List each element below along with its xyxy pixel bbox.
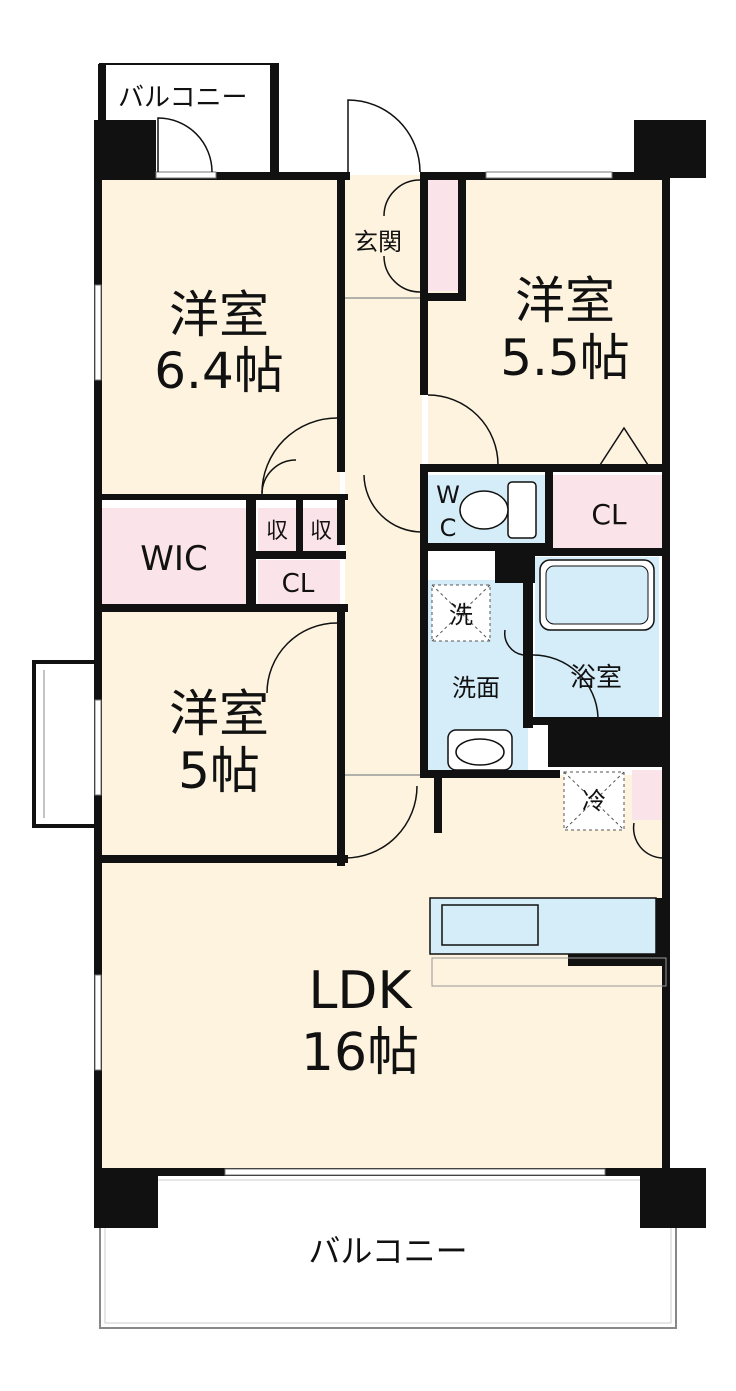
wall-entrance-right	[420, 172, 428, 300]
ldk-size: 16帖	[301, 1023, 419, 1083]
fixtures	[429, 481, 667, 987]
floor-western-1	[100, 178, 340, 496]
floor-entrance	[345, 175, 422, 298]
western2-name: 洋室	[515, 272, 615, 330]
wall-wic-bottom	[94, 604, 348, 612]
wall-western2-left	[420, 300, 428, 395]
wall-wic-right	[246, 500, 256, 608]
western3-size: 5帖	[178, 742, 260, 800]
wall-top-left	[94, 172, 350, 180]
floor-closet-1	[258, 560, 340, 605]
bath-label: 浴室	[570, 663, 622, 693]
toilet-tank	[507, 481, 537, 539]
door-bath	[532, 654, 599, 718]
door-fridge	[632, 822, 663, 859]
closet-door-mark	[599, 426, 649, 466]
door-western1	[261, 417, 338, 494]
western1-size: 6.4帖	[154, 342, 284, 400]
door-shoe-closet-2	[383, 255, 421, 293]
door-entrance	[347, 99, 421, 173]
labels: バルコニー 玄関 洋室 6.4帖 洋室 5.5帖 洋室 5帖 LDK 16帖 W…	[118, 83, 630, 1270]
wall-western1-right	[337, 172, 345, 472]
ldk-name: LDK	[308, 961, 413, 1021]
pillar-tr	[634, 120, 706, 178]
floor-closet-2	[553, 475, 666, 548]
floor-western-2	[428, 178, 666, 468]
wall-western3-bottom	[94, 855, 348, 863]
door-washroom	[504, 629, 524, 656]
toilet-label-w: W	[436, 481, 460, 509]
pillar-br	[640, 1168, 706, 1228]
floor-storage-1	[258, 508, 296, 554]
western2-size: 5.5帖	[500, 329, 630, 387]
door-top-balcony	[157, 117, 213, 173]
entrance-label: 玄関	[354, 228, 402, 256]
kitchen-sink	[441, 904, 539, 946]
wall-western3-right	[337, 606, 345, 866]
closet1-label: CL	[282, 569, 315, 599]
wall-western1-bottom	[94, 494, 348, 500]
pillar-bl	[94, 1168, 158, 1228]
door-shoe-closet-1	[383, 179, 421, 217]
floor-ldk	[100, 775, 666, 1170]
wic-label: WIC	[140, 539, 207, 579]
pillar-tl	[94, 120, 156, 178]
doors	[157, 99, 663, 859]
door-western2	[427, 394, 499, 466]
storage1-label: 収	[266, 519, 288, 544]
balcony-top-label: バルコニー	[118, 83, 247, 113]
floor-shoe-closet	[425, 178, 460, 291]
door-storage	[261, 459, 297, 495]
door-western3	[266, 622, 338, 694]
closet2-label: CL	[591, 498, 627, 531]
toilet-label-c: C	[440, 514, 457, 542]
door-hall	[363, 474, 423, 533]
balcony-bottom-rail	[104, 1179, 672, 1324]
western1-name: 洋室	[169, 286, 269, 344]
washer-label: 洗	[449, 601, 473, 629]
storage2-label: 収	[310, 519, 332, 544]
floor-fridge-closet	[632, 770, 662, 820]
balcony-bottom-label: バルコニー	[308, 1232, 467, 1270]
windows	[94, 171, 613, 1176]
washroom-label: 洗面	[452, 674, 500, 702]
floor-wic	[100, 508, 248, 605]
wall-left	[94, 172, 102, 1182]
door-ldk	[344, 785, 418, 859]
wall-right	[662, 172, 670, 1182]
floor-hallway	[345, 298, 422, 778]
bay-window	[32, 660, 102, 828]
western3-name: 洋室	[169, 685, 269, 743]
floor-storage-2	[303, 508, 340, 554]
toilet-bowl	[459, 490, 509, 530]
fridge-label: 冷	[582, 787, 606, 815]
balconies	[32, 63, 677, 1329]
